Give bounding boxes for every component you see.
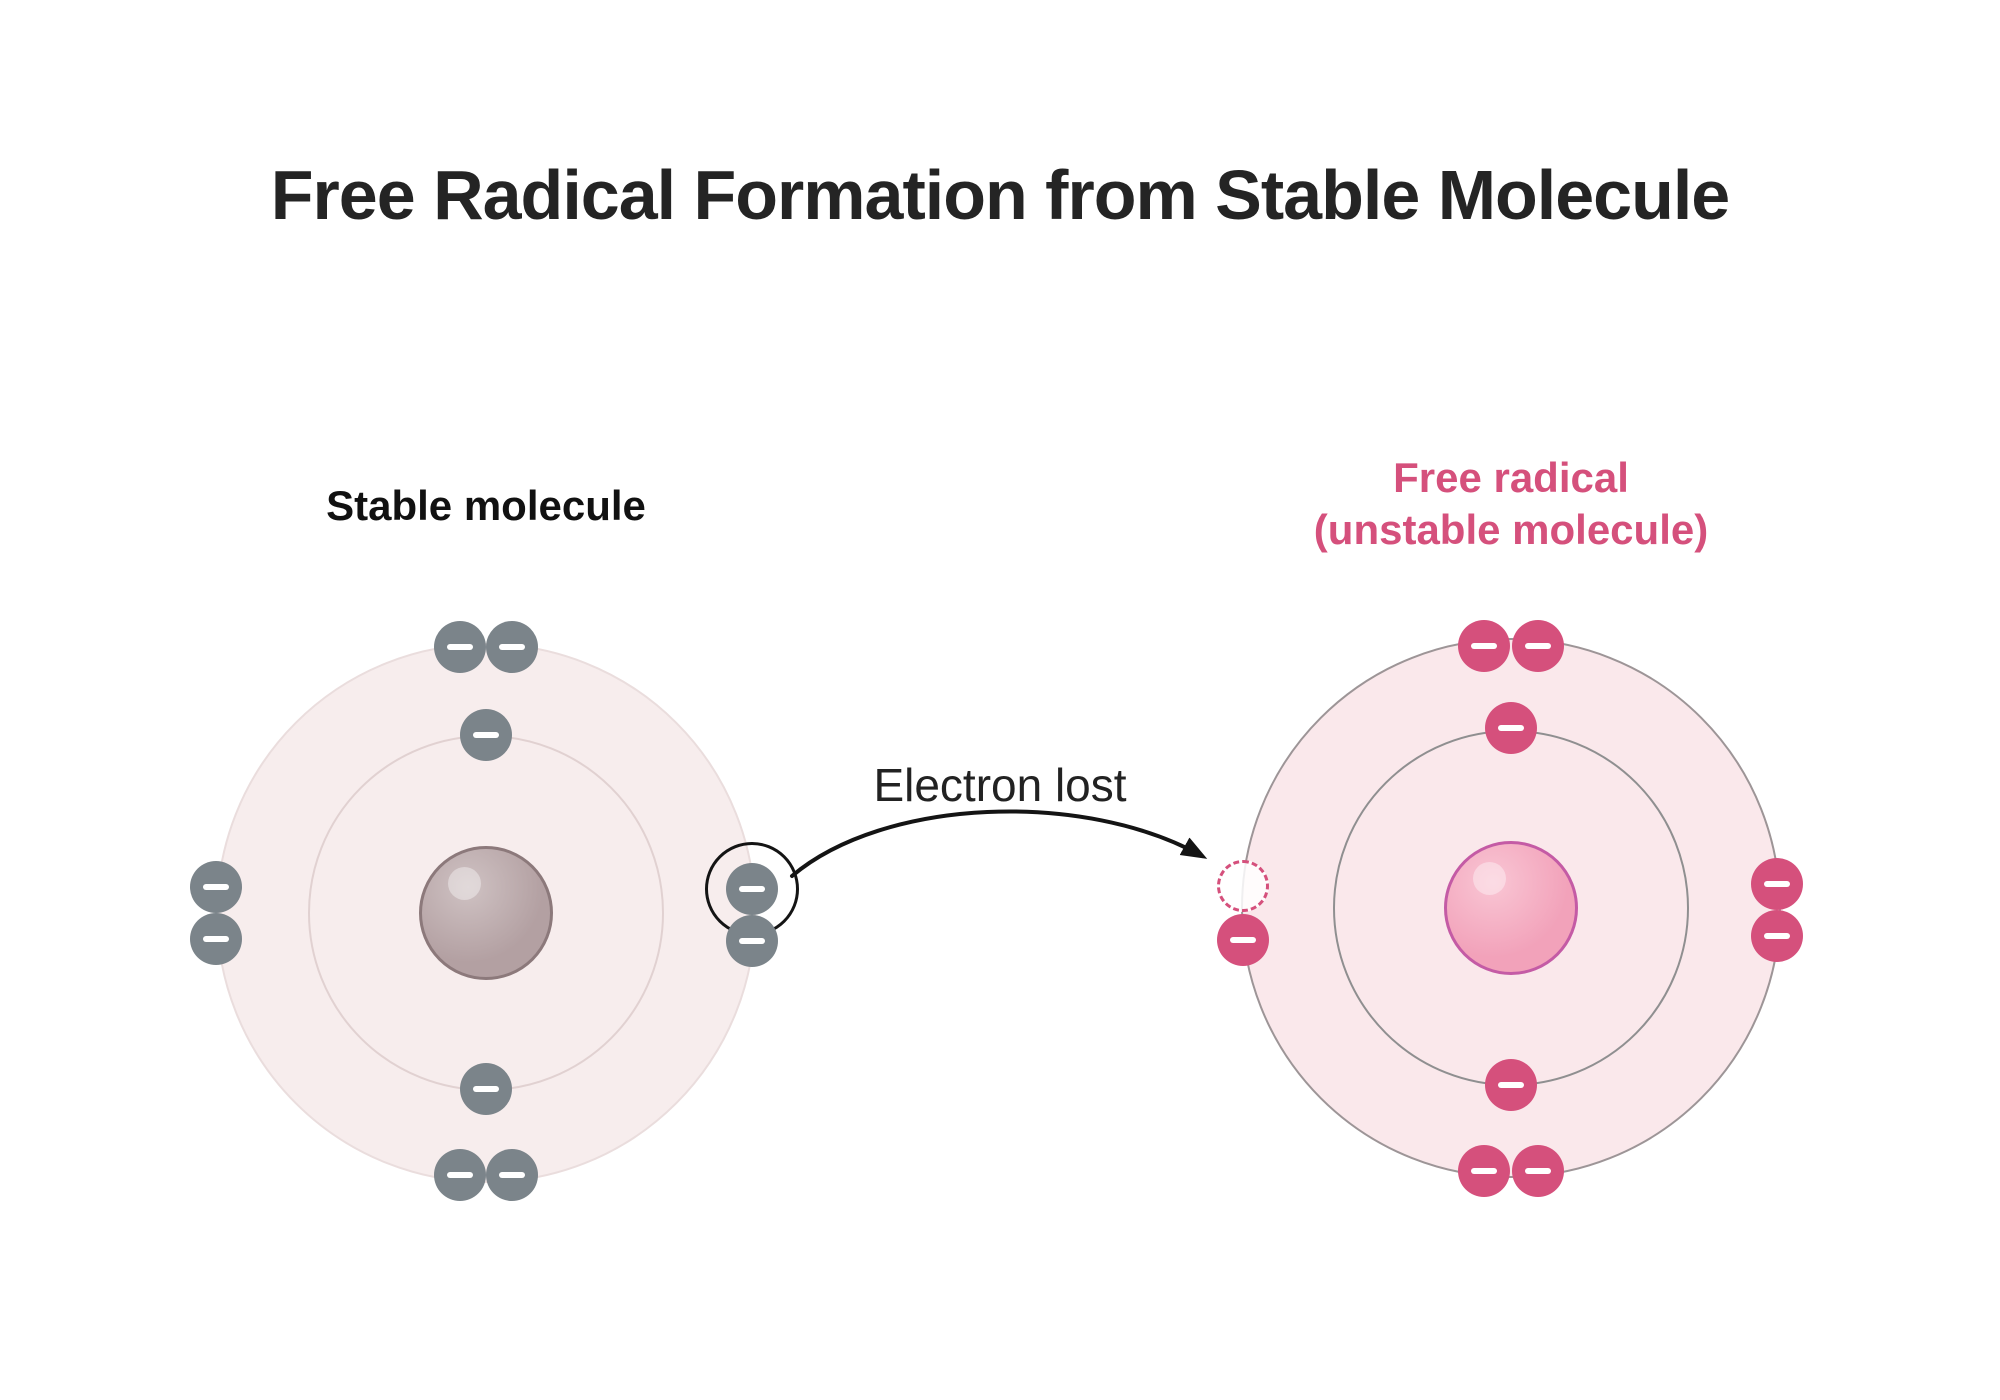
inner-shell-electron-minus-icon (460, 709, 512, 761)
free-radical-label-line1: Free radical (1393, 454, 1629, 501)
inner-shell-electron-minus-icon (460, 1063, 512, 1115)
outer-shell-electron-minus-icon (190, 913, 242, 965)
outer-shell-electron-minus-icon (1458, 620, 1510, 672)
electron-lost-label: Electron lost (873, 759, 1127, 811)
outer-shell-electron-minus-icon (434, 621, 486, 673)
electron-transfer-arrow-path (790, 809, 1208, 878)
inner-shell-electron-minus-icon (1485, 702, 1537, 754)
free-radical-label: Free radical (unstable molecule) (1314, 452, 1708, 556)
outer-shell-electron-minus-icon (1217, 914, 1269, 966)
outer-shell-electron-minus-icon (1751, 858, 1803, 910)
lost-electron-vacancy (1217, 860, 1269, 912)
inner-shell-electron-minus-icon (1485, 1059, 1537, 1111)
outer-shell-electron-minus-icon (726, 915, 778, 967)
outer-shell-electron-minus-icon (486, 621, 538, 673)
outer-shell-electron-minus-icon (1751, 910, 1803, 962)
stable-molecule-label: Stable molecule (326, 482, 646, 529)
free-radical-label-line2: (unstable molecule) (1313, 506, 1709, 554)
stable-nucleus (419, 846, 553, 980)
outer-shell-electron-minus-icon (1458, 1145, 1510, 1197)
outer-shell-electron-minus-icon (726, 863, 778, 915)
outer-shell-electron-minus-icon (1512, 1145, 1564, 1197)
outer-shell-electron-minus-icon (434, 1149, 486, 1201)
radical-nucleus (1444, 841, 1578, 975)
outer-shell-electron-minus-icon (1512, 620, 1564, 672)
outer-shell-electron-minus-icon (190, 861, 242, 913)
outer-shell-electron-minus-icon (486, 1149, 538, 1201)
diagram-title: Free Radical Formation from Stable Molec… (270, 156, 1730, 234)
